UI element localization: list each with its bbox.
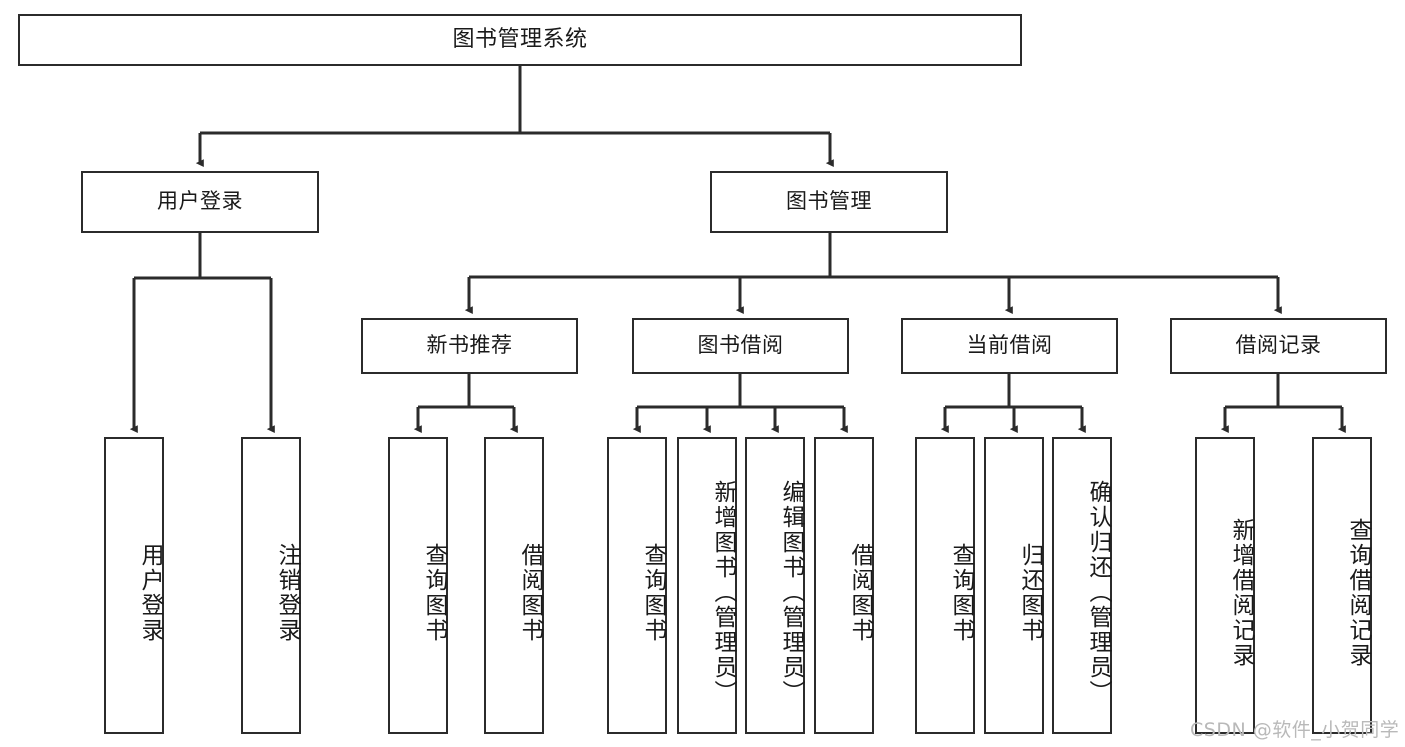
leaf-query-book-1[interactable]: 查询图书 <box>388 437 448 734</box>
leaf-query-record[interactable]: 查询借阅记录 <box>1312 437 1372 734</box>
leaf-query-book-1-label: 查询图书 <box>421 542 447 643</box>
leaf-query-book-3-label: 查询图书 <box>948 542 974 643</box>
leaf-query-book-3[interactable]: 查询图书 <box>915 437 975 734</box>
leaf-edit-book[interactable]: 编辑图书（管理员） <box>745 437 805 734</box>
node-book-borrow[interactable]: 图书借阅 <box>632 318 849 374</box>
leaf-return-book[interactable]: 归还图书 <box>984 437 1044 734</box>
node-user-login[interactable]: 用户登录 <box>81 171 319 233</box>
leaf-borrow-book-2-label: 借阅图书 <box>847 542 873 643</box>
leaf-logout-label: 注销登录 <box>274 542 300 643</box>
node-current-borrow[interactable]: 当前借阅 <box>901 318 1118 374</box>
leaf-query-book-2-label: 查询图书 <box>640 542 666 643</box>
leaf-borrow-book-1-label: 借阅图书 <box>517 542 543 643</box>
leaf-logout[interactable]: 注销登录 <box>241 437 301 734</box>
node-new-book-rec[interactable]: 新书推荐 <box>361 318 578 374</box>
leaf-edit-book-label: 编辑图书（管理员） <box>778 480 804 705</box>
leaf-borrow-book-1[interactable]: 借阅图书 <box>484 437 544 734</box>
leaf-confirm-return[interactable]: 确认归还（管理员） <box>1052 437 1112 734</box>
leaf-confirm-return-label: 确认归还（管理员） <box>1085 480 1111 705</box>
node-borrow-record-label: 借阅记录 <box>1235 333 1322 358</box>
leaf-query-record-label: 查询借阅记录 <box>1345 517 1371 668</box>
leaf-add-record-label: 新增借阅记录 <box>1228 517 1254 668</box>
leaf-user-login[interactable]: 用户登录 <box>104 437 164 734</box>
node-user-login-label: 用户登录 <box>157 189 243 214</box>
leaf-add-book-label: 新增图书（管理员） <box>710 480 736 705</box>
leaf-return-book-label: 归还图书 <box>1017 542 1043 643</box>
leaf-add-book[interactable]: 新增图书（管理员） <box>677 437 737 734</box>
node-book-manage-label: 图书管理 <box>786 189 872 214</box>
node-book-borrow-label: 图书借阅 <box>697 333 784 358</box>
leaf-query-book-2[interactable]: 查询图书 <box>607 437 667 734</box>
leaf-user-login-label: 用户登录 <box>137 542 163 643</box>
node-current-borrow-label: 当前借阅 <box>966 333 1053 358</box>
node-borrow-record[interactable]: 借阅记录 <box>1170 318 1387 374</box>
leaf-borrow-book-2[interactable]: 借阅图书 <box>814 437 874 734</box>
leaf-add-record[interactable]: 新增借阅记录 <box>1195 437 1255 734</box>
node-new-book-rec-label: 新书推荐 <box>426 333 513 358</box>
csdn-watermark: CSDN @软件_小贺同学 <box>1190 719 1400 741</box>
node-book-manage[interactable]: 图书管理 <box>710 171 948 233</box>
node-root[interactable]: 图书管理系统 <box>18 14 1022 66</box>
node-root-label: 图书管理系统 <box>452 26 588 52</box>
